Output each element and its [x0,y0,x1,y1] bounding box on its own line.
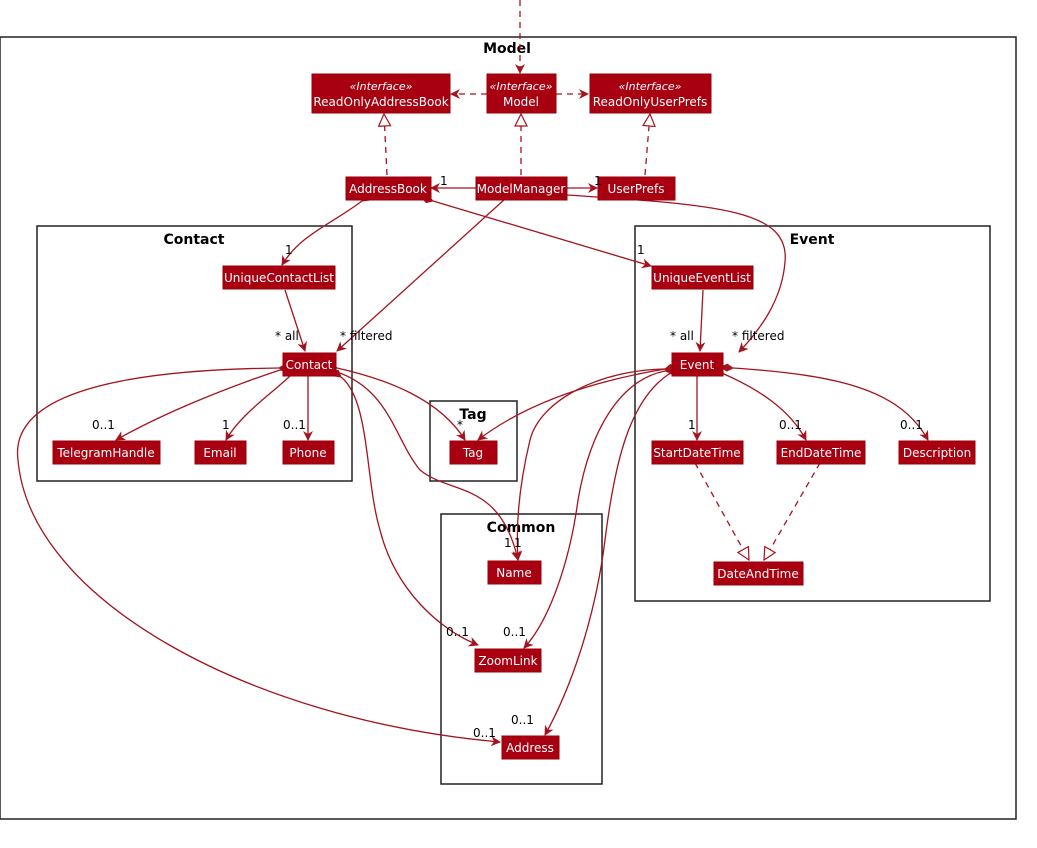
class-addressbook[interactable]: AddressBook [345,176,432,201]
class-userprefs[interactable]: UserPrefs [597,176,676,201]
edge-event-description [720,363,929,441]
edge-contact-tag [324,362,466,441]
class-phone[interactable]: Phone [282,440,335,465]
edge-enddatetime-dateandtime [764,462,821,560]
class-startdatetime[interactable]: StartDateTime [651,440,744,465]
package-tag-title: Tag [459,407,486,423]
package-event-title: Event [790,232,835,248]
mult-ucl-contact: * all [275,329,299,343]
mult-contact-phone: 0..1 [283,418,306,432]
class-enddatetime[interactable]: EndDateTime [776,440,866,465]
class-uniqueeventlist[interactable]: UniqueEventList [651,265,754,290]
svg-text:Email: Email [203,446,236,460]
mult-event-desc: 0..1 [900,418,923,432]
edge-contact-telegramhandle [115,364,293,441]
mult-ab-ucl: 1 [285,243,293,257]
mult-event-end: 0..1 [779,418,802,432]
mult-event-start: 1 [688,418,696,432]
edge-addressbook-uniqueeventlist [420,195,652,269]
edge-modelmanager-event [566,194,786,353]
svg-text:«Interface»: «Interface» [490,80,553,93]
mult-ab-uel: 1 [637,243,645,257]
svg-text:ReadOnlyUserPrefs: ReadOnlyUserPrefs [593,95,708,109]
mult-name-a: 1 [504,536,512,550]
package-contact: Contact [36,225,353,482]
class-description[interactable]: Description [898,440,976,465]
mult-tag: * [457,418,463,432]
mult-address-b: 0..1 [511,713,534,727]
multiplicity-labels: 1 1 1 1 * all * filtered * all * filtere… [92,174,923,740]
class-contact[interactable]: Contact [282,352,337,377]
class-dateandtime[interactable]: DateAndTime [713,561,804,586]
svg-text:DateAndTime: DateAndTime [717,567,798,581]
mult-mm-ab: 1 [440,174,448,188]
class-address[interactable]: Address [501,735,560,760]
mult-address-a: 0..1 [473,726,496,740]
class-modelmanager[interactable]: ModelManager [475,176,568,201]
mult-zoom-b: 0..1 [503,625,526,639]
svg-text:Name: Name [496,566,531,580]
classes: «Interface» ReadOnlyAddressBook «Interfa… [52,73,976,760]
class-uniquecontactlist[interactable]: UniqueContactList [222,265,336,290]
svg-text:EndDateTime: EndDateTime [781,446,862,460]
mult-name-b: 1 [514,536,522,550]
class-zoomlink[interactable]: ZoomLink [474,648,542,673]
svg-text:Event: Event [680,358,715,372]
svg-text:ReadOnlyAddressBook: ReadOnlyAddressBook [313,95,448,109]
mult-mm-contact: * filtered [340,329,392,343]
package-model: Model [0,36,1017,820]
edge-event-address [544,366,680,736]
mult-mm-up: 1 [594,174,602,188]
mult-contact-email: 1 [222,418,230,432]
class-readonlyaddressbook[interactable]: «Interface» ReadOnlyAddressBook [311,73,451,114]
edge-addressbook-realizes [384,114,387,176]
mult-mm-event: * filtered [732,329,784,343]
package-contact-title: Contact [164,232,225,248]
svg-text:«Interface»: «Interface» [350,80,413,93]
edge-userprefs-realizes [645,114,650,176]
svg-text:«Interface»: «Interface» [619,80,682,93]
class-event[interactable]: Event [671,352,724,377]
class-model[interactable]: «Interface» Model [486,73,557,114]
mult-zoom-a: 0..1 [446,625,469,639]
mult-contact-tg: 0..1 [92,418,115,432]
svg-text:Model: Model [503,95,539,109]
svg-text:ZoomLink: ZoomLink [478,654,537,668]
class-tag[interactable]: Tag [449,440,498,465]
package-common-title: Common [487,520,556,536]
edge-event-tag [477,364,678,441]
edge-startdatetime-dateandtime [694,462,749,560]
svg-text:Contact: Contact [286,358,333,372]
class-telegramhandle[interactable]: TelegramHandle [52,440,161,465]
svg-text:UniqueEventList: UniqueEventList [653,271,751,285]
class-name[interactable]: Name [487,560,542,585]
svg-text:ModelManager: ModelManager [477,182,566,196]
class-readonlyuserprefs[interactable]: «Interface» ReadOnlyUserPrefs [589,73,712,114]
svg-text:Address: Address [506,741,554,755]
package-model-title: Model [483,41,531,57]
svg-text:UniqueContactList: UniqueContactList [224,271,334,285]
svg-text:UserPrefs: UserPrefs [608,182,665,196]
edges [16,0,929,747]
edge-contact-address [16,363,501,747]
svg-text:TelegramHandle: TelegramHandle [56,446,154,460]
edge-uniqueeventlist-event [695,289,706,352]
svg-text:AddressBook: AddressBook [349,182,427,196]
class-email[interactable]: Email [194,440,247,465]
mult-uel-event: * all [670,329,694,343]
svg-text:StartDateTime: StartDateTime [653,446,740,460]
edge-addressbook-uniquecontactlist [281,193,373,266]
svg-text:Description: Description [903,446,971,460]
edge-uniquecontactlist-contact [284,289,307,352]
svg-text:Phone: Phone [289,446,326,460]
svg-text:Tag: Tag [462,446,483,460]
